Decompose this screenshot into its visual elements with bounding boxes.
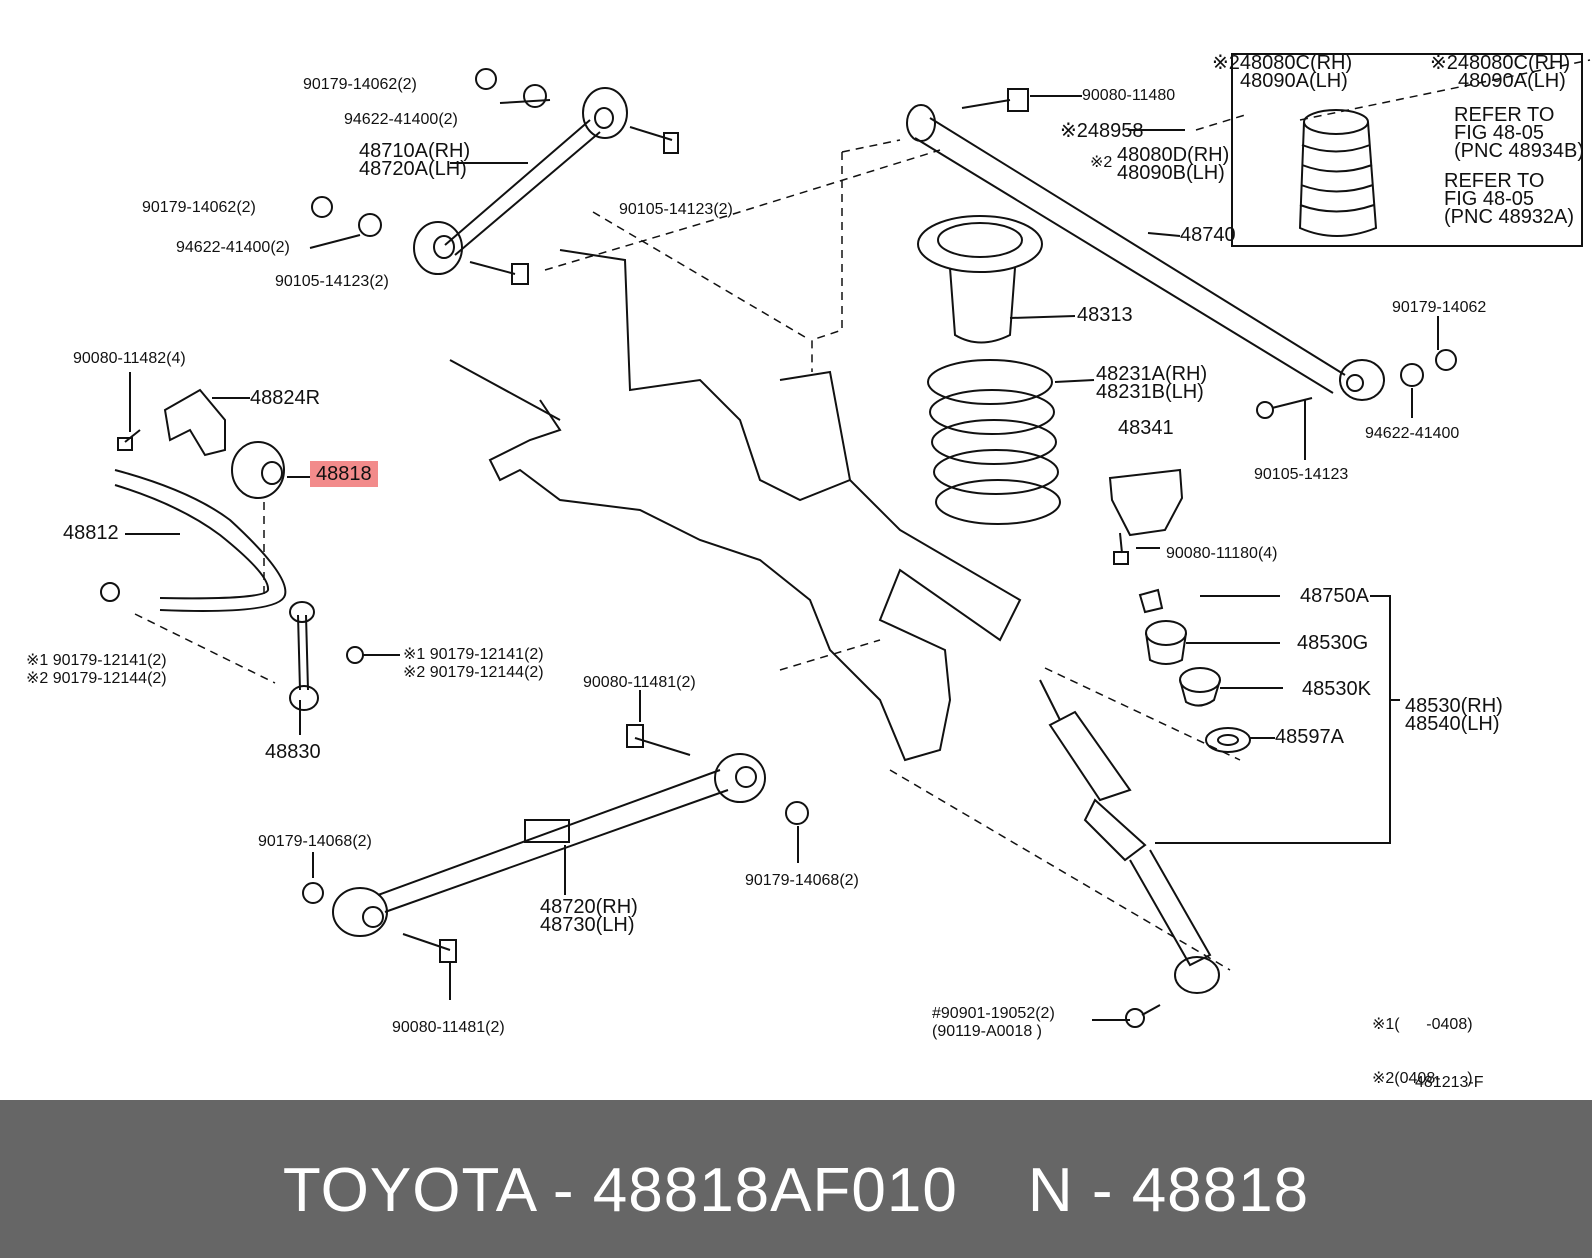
- label-90080-11482: 90080-11482(4): [73, 350, 186, 367]
- label-90179-14062-b: 90179-14062(2): [142, 199, 256, 216]
- label-figure-number: 481213-F: [1415, 1074, 1484, 1091]
- label-90080-11180: 90080-11180(4): [1166, 545, 1278, 562]
- label-90179-14068-b: 90179-14068(2): [745, 872, 859, 889]
- label-90080-11481-a: 90080-11481(2): [583, 674, 696, 691]
- label-48530-rh: 48530(RH): [1405, 695, 1503, 717]
- label-48710a: 48710A(RH) 48720A(LH): [359, 140, 471, 180]
- label-48080d-prefix: ※2: [1090, 154, 1113, 171]
- stabilizer-bar: [114, 469, 287, 612]
- label-48812: 48812: [63, 522, 119, 544]
- label-48080c-b-rh: ※248080C(RH): [1430, 52, 1571, 74]
- label-48730-lh: 48730(LH): [540, 914, 635, 936]
- spring-bumper: [917, 215, 1043, 344]
- lateral-rod: [906, 104, 1385, 401]
- label-refer-48934b-line1: REFER TO: [1454, 104, 1555, 126]
- label-48720-48730: 48720(RH) 48730(LH): [540, 896, 638, 936]
- dust-boot: [1298, 109, 1378, 237]
- footer-bar: [0, 1100, 1592, 1258]
- label-x1-right: ※1 90179-12141(2): [403, 646, 544, 663]
- label-48750a: 48750A: [1300, 585, 1369, 607]
- label-refer-48932a-line3: (PNC 48932A): [1444, 206, 1575, 228]
- label-94622-41400-a: 94622-41400(2): [344, 111, 458, 128]
- label-48080d: 48080D(RH) 48090B(LH): [1117, 144, 1230, 184]
- label-90179-14062-c: 90179-14062: [1392, 299, 1487, 316]
- lower-control-arm: [332, 753, 766, 937]
- label-48530g: 48530G: [1297, 632, 1369, 654]
- label-48720-rh: 48720(RH): [540, 896, 638, 918]
- label-refer-48934b: REFER TO FIG 48-05 (PNC 48934B): [1454, 104, 1585, 162]
- parts-diagram: 90179-14062(2) 94622-41400(2) 48710A(RH)…: [26, 52, 1591, 1091]
- label-48958: ※248958: [1060, 120, 1144, 142]
- stabilizer-bushing: [231, 441, 285, 499]
- footer-pnc: N - 48818: [1027, 1156, 1310, 1225]
- label-48080c-b: ※248080C(RH) 48090A(LH): [1430, 52, 1571, 92]
- label-refer-48934b-line2: FIG 48-05: [1454, 122, 1545, 144]
- label-refer-48932a-line1: REFER TO: [1444, 170, 1545, 192]
- label-x2-left: ※2 90179-12144(2): [26, 670, 167, 687]
- label-90901-line1: #90901-19052(2): [932, 1005, 1055, 1022]
- label-90080-11481-b: 90080-11481(2): [392, 1019, 505, 1036]
- label-note-1: ※1( -0408): [1372, 1016, 1473, 1033]
- label-bolt-variants-right: ※1 90179-12141(2) ※2 90179-12144(2): [403, 646, 544, 682]
- label-90179-14062-a: 90179-14062(2): [303, 76, 417, 93]
- label-refer-48934b-line3: (PNC 48934B): [1454, 140, 1585, 162]
- label-48231: 48231A(RH) 48231B(LH): [1096, 363, 1208, 403]
- label-x1-left: ※1 90179-12141(2): [26, 652, 167, 669]
- label-48530-48540: 48530(RH) 48540(LH): [1405, 695, 1503, 735]
- label-48090a-a-lh: 48090A(LH): [1240, 70, 1348, 92]
- label-48824r: 48824R: [250, 387, 321, 409]
- label-48530k: 48530K: [1302, 678, 1371, 700]
- label-48830: 48830: [265, 741, 321, 763]
- footer-caption: TOYOTA - 48818AF010 N - 48818: [0, 1155, 1592, 1226]
- label-48710a-rh: 48710A(RH): [359, 140, 471, 162]
- label-48341: 48341: [1118, 417, 1174, 439]
- label-94622-41400-b: 94622-41400(2): [176, 239, 290, 256]
- label-48231b-lh: 48231B(LH): [1096, 381, 1204, 403]
- label-90105-14123-c: 90105-14123: [1254, 466, 1349, 483]
- label-48080d-rh: 48080D(RH): [1117, 144, 1230, 166]
- label-x2-right: ※2 90179-12144(2): [403, 664, 544, 681]
- label-90105-14123-b: 90105-14123(2): [275, 273, 389, 290]
- label-48818-highlighted: 48818: [310, 461, 378, 487]
- coil-spring: [927, 359, 1061, 525]
- label-94622-41400-c: 94622-41400: [1365, 425, 1460, 442]
- label-48540-lh: 48540(LH): [1405, 713, 1500, 735]
- bump-stopper: [1108, 468, 1184, 537]
- diagram-drawing: [100, 53, 1591, 1028]
- label-48231a-rh: 48231A(RH): [1096, 363, 1208, 385]
- footer-brand-part: TOYOTA - 48818AF010: [282, 1156, 958, 1225]
- label-bolt-variants-left: ※1 90179-12141(2) ※2 90179-12144(2): [26, 652, 167, 688]
- inset-box: [1231, 53, 1583, 247]
- label-note-2: ※2(0408- ): [1372, 1070, 1473, 1087]
- label-90080-11480: 90080-11480: [1082, 87, 1176, 104]
- label-90901-19052: #90901-19052(2) (90119-A0018 ): [932, 1005, 1055, 1041]
- label-48740: 48740: [1180, 224, 1236, 246]
- shock-absorber: [1039, 679, 1220, 994]
- label-90179-14068-a: 90179-14068(2): [258, 833, 372, 850]
- axle-housing: [449, 249, 1022, 762]
- label-48080c-a-rh: ※248080C(RH): [1212, 52, 1353, 74]
- label-48080c-a: ※248080C(RH) 48090A(LH): [1212, 52, 1353, 92]
- label-90105-14123-a: 90105-14123(2): [619, 201, 733, 218]
- label-90901-line2: (90119-A0018 ): [932, 1023, 1042, 1040]
- label-48597a: 48597A: [1275, 726, 1344, 748]
- label-date-notes: ※1( -0408) ※2(0408- ): [1372, 980, 1473, 1124]
- label-refer-48932a: REFER TO FIG 48-05 (PNC 48932A): [1444, 170, 1575, 228]
- label-48313: 48313: [1077, 304, 1133, 326]
- label-48090a-b-lh: 48090A(LH): [1458, 70, 1566, 92]
- label-refer-48932a-line2: FIG 48-05: [1444, 188, 1535, 210]
- upper-control-arm: [413, 87, 628, 275]
- label-48720a-lh: 48720A(LH): [359, 158, 467, 180]
- label-48090b-lh: 48090B(LH): [1117, 162, 1225, 184]
